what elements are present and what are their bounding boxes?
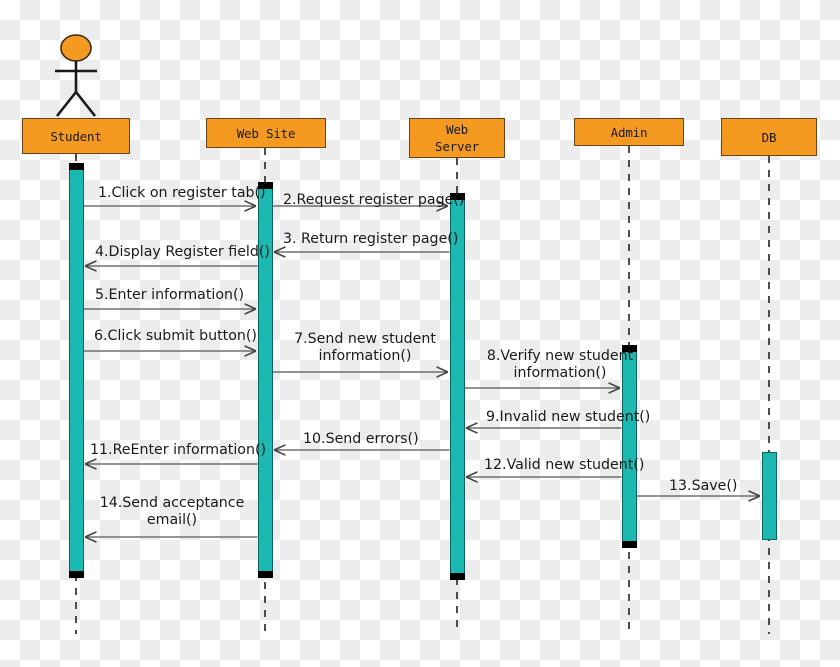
message-label-line: 4.Display Register field() bbox=[95, 244, 270, 260]
message-label-line: 6.Click submit button() bbox=[94, 328, 257, 344]
lifeline-label: Admin bbox=[611, 124, 648, 141]
actor-right-leg-line bbox=[74, 91, 97, 117]
message-label-3: 3. Return register page() bbox=[283, 231, 458, 248]
message-label-line: 9.Invalid new student() bbox=[486, 409, 651, 425]
message-arrows bbox=[83, 206, 760, 537]
message-label-line: 3. Return register page() bbox=[283, 231, 459, 247]
message-label-4: 4.Display Register field() bbox=[95, 244, 270, 261]
message-label-line: information() bbox=[513, 365, 607, 381]
lifeline-label: DB bbox=[762, 129, 777, 146]
lifeline-label: Web Site bbox=[237, 125, 296, 142]
activation-bar-student[interactable] bbox=[68, 163, 84, 578]
lifeline-header-website[interactable]: Web Site bbox=[206, 118, 326, 148]
lifeline-label: Student bbox=[50, 128, 101, 145]
activation-cap-top-admin bbox=[621, 345, 637, 352]
actor-head-icon bbox=[60, 34, 92, 62]
lifeline-dashes bbox=[75, 146, 770, 634]
message-label-line: 2.Request register page() bbox=[283, 192, 465, 208]
actor-left-leg-line bbox=[55, 91, 78, 117]
message-label-2: 2.Request register page() bbox=[283, 192, 464, 209]
message-label-1: 1.Click on register tab() bbox=[98, 185, 266, 202]
message-label-line: 11.ReEnter information() bbox=[90, 442, 267, 458]
message-label-6: 6.Click submit button() bbox=[94, 328, 257, 345]
message-label-line: email() bbox=[146, 512, 198, 528]
message-label-line: information() bbox=[318, 348, 412, 364]
lifeline-label-line: Web bbox=[446, 122, 468, 137]
message-label-line: 8.Verify new student bbox=[486, 348, 634, 364]
message-label-line: 1.Click on register tab() bbox=[98, 185, 266, 201]
message-label-line: 7.Send new student bbox=[294, 331, 436, 347]
activation-cap-bottom-webserver bbox=[449, 573, 465, 580]
message-label-line: 10.Send errors() bbox=[303, 431, 419, 447]
message-label-line: 12.Valid new student() bbox=[484, 457, 645, 473]
activation-cap-top-website bbox=[257, 182, 273, 189]
lifeline-label-line: Server bbox=[435, 139, 479, 154]
message-label-10: 10.Send errors() bbox=[303, 431, 419, 448]
activation-bar-db[interactable] bbox=[761, 452, 777, 540]
message-label-9: 9.Invalid new student() bbox=[486, 409, 650, 426]
actor-figure bbox=[55, 34, 97, 117]
lifeline-label-line: Web Site bbox=[236, 125, 296, 141]
message-label-line: 5.Enter information() bbox=[95, 287, 245, 303]
lifeline-header-student[interactable]: Student bbox=[22, 118, 130, 154]
message-label-12: 12.Valid new student() bbox=[484, 457, 644, 474]
activation-cap-bottom-student bbox=[68, 571, 84, 578]
message-label-13: 13.Save() bbox=[669, 478, 737, 495]
message-label-line: 14.Send acceptance bbox=[99, 495, 245, 511]
lifeline-label-line: Admin bbox=[610, 124, 648, 140]
lifeline-header-db[interactable]: DB bbox=[721, 118, 817, 156]
activation-bar-website[interactable] bbox=[257, 182, 273, 578]
lifeline-label-line: DB bbox=[761, 129, 777, 145]
activation-cap-top-student bbox=[68, 163, 84, 170]
activation-cap-top-webserver bbox=[449, 193, 465, 200]
lifeline-header-admin[interactable]: Admin bbox=[574, 118, 684, 146]
message-label-line: 13.Save() bbox=[669, 478, 738, 494]
message-label-11: 11.ReEnter information() bbox=[90, 442, 266, 459]
activation-cap-bottom-website bbox=[257, 571, 273, 578]
activation-bar-webserver[interactable] bbox=[449, 193, 465, 580]
lifeline-label-line: Student bbox=[50, 128, 102, 144]
message-label-5: 5.Enter information() bbox=[95, 287, 244, 304]
activation-cap-bottom-admin bbox=[621, 541, 637, 548]
